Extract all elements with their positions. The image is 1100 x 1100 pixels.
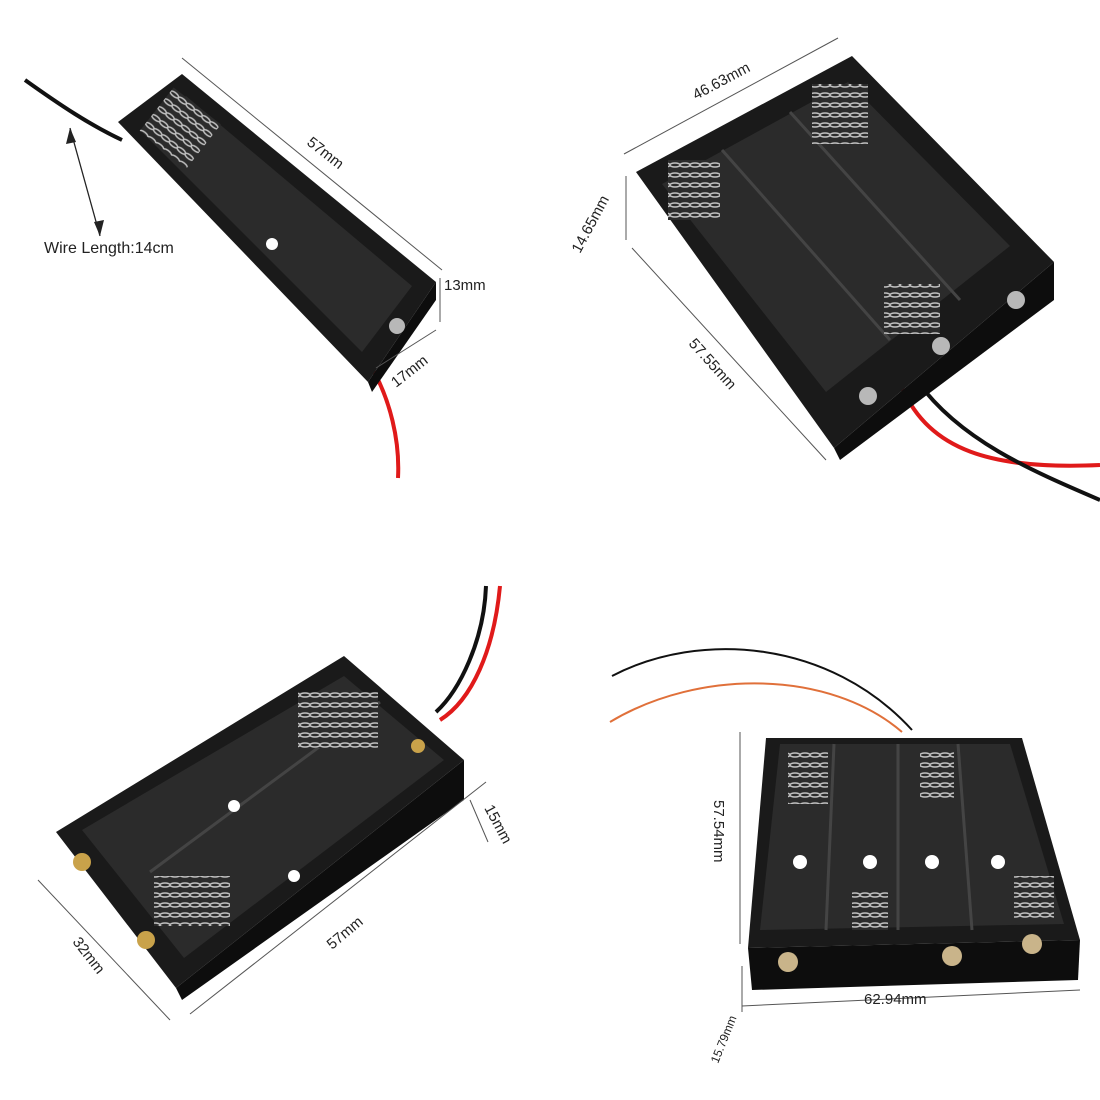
- arrow-head-icon: [94, 220, 104, 236]
- red-wire: [609, 682, 903, 733]
- panel-double-holder: 15mm 57mm 32mm: [37, 585, 515, 1021]
- mounting-hole: [266, 238, 278, 250]
- dimension-line-length: [181, 57, 443, 271]
- terminal-contact: [859, 387, 877, 405]
- red-wire: [438, 585, 502, 722]
- terminal-contact: [1022, 934, 1042, 954]
- height-label: 15.79mm: [708, 1013, 740, 1065]
- width-label: 32mm: [69, 934, 108, 977]
- terminal-contact: [1007, 291, 1025, 309]
- mounting-hole: [793, 855, 807, 869]
- spring-contact: [920, 748, 954, 800]
- panel-triple-holder: 46.63mm 14.65mm 57.55mm: [569, 37, 1100, 502]
- terminal-contact: [411, 739, 425, 753]
- dimension-line-width: [375, 329, 437, 369]
- battery-holder-4: [748, 738, 1080, 990]
- length-label: 57mm: [324, 913, 367, 953]
- wire-length-label: Wire Length:14cm: [44, 240, 174, 257]
- dimension-line-width: [37, 879, 171, 1021]
- spring-contact: [1014, 876, 1054, 922]
- arrow-head-icon: [66, 128, 76, 144]
- spring-contact: [154, 876, 230, 926]
- black-wire: [23, 78, 123, 142]
- battery-holder-2: [56, 656, 464, 1000]
- panel-quad-holder: 57.54mm 62.94mm 15.79mm: [609, 648, 1081, 1065]
- dimension-line-height: [469, 799, 489, 843]
- length-label: 57.55mm: [685, 335, 739, 393]
- spring-contact: [788, 748, 828, 804]
- mounting-hole: [288, 870, 300, 882]
- cell-divider: [824, 743, 836, 931]
- spring-contact: [139, 87, 221, 168]
- height-label: 14.65mm: [569, 193, 613, 256]
- wire-length-pointer: [69, 127, 101, 237]
- battery-holder-1: [118, 74, 436, 392]
- red-wire: [900, 387, 1100, 468]
- spring-contact: [852, 888, 888, 930]
- black-wire: [611, 648, 913, 731]
- height-label: 15mm: [480, 802, 515, 847]
- length-label: 57.54mm: [710, 800, 727, 863]
- terminal-contact: [73, 853, 91, 871]
- cell-divider: [956, 743, 974, 931]
- spring-contact: [884, 284, 940, 334]
- mounting-hole: [991, 855, 1005, 869]
- width-label: 62.94mm: [864, 991, 927, 1008]
- terminal-contact: [389, 318, 405, 334]
- terminal-contact: [942, 946, 962, 966]
- height-label: 13mm: [444, 277, 486, 294]
- width-label: 46.63mm: [690, 59, 753, 103]
- black-wire: [916, 380, 1100, 502]
- dimension-line-width: [741, 989, 1081, 1007]
- terminal-contact: [137, 931, 155, 949]
- length-label: 57mm: [304, 134, 347, 173]
- mounting-hole: [228, 800, 240, 812]
- dimension-line-length: [631, 247, 827, 461]
- dimension-line-length: [189, 781, 487, 1015]
- cell-divider: [720, 149, 892, 341]
- spring-contact: [812, 84, 868, 144]
- battery-holder-3: [636, 56, 1054, 460]
- mounting-hole: [863, 855, 877, 869]
- terminal-contact: [932, 337, 950, 355]
- terminal-contact: [778, 952, 798, 972]
- black-wire: [434, 585, 488, 714]
- dimension-line-width: [623, 37, 839, 155]
- mounting-hole: [925, 855, 939, 869]
- spring-contact: [668, 160, 720, 220]
- panel-single-holder: Wire Length:14cm 57mm 13mm 17mm: [23, 57, 486, 479]
- spring-contact: [298, 692, 378, 748]
